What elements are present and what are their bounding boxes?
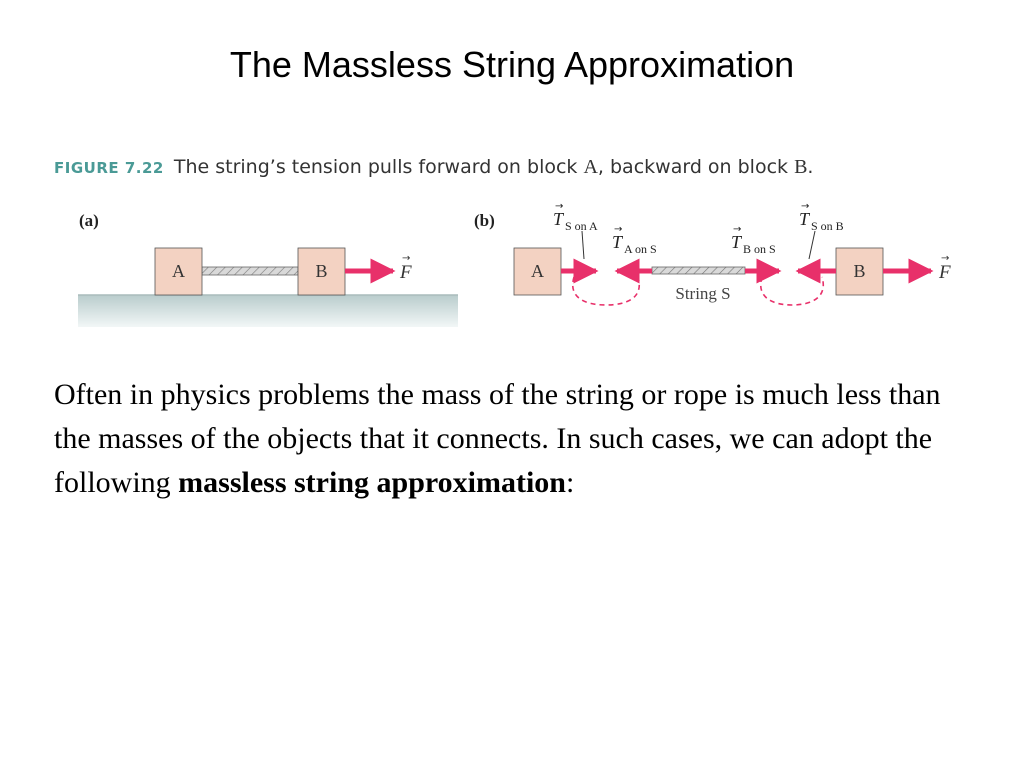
leader-line-s-on-a	[581, 230, 585, 260]
force-label-a: F	[399, 262, 412, 283]
vector-arrow-icon: →	[941, 253, 949, 264]
tension-a-on-s-symbol: T	[612, 232, 624, 252]
body-text-bold: massless string approximation	[178, 466, 566, 499]
tension-b-on-s-subscript: B on S	[743, 242, 776, 256]
vector-arrow-icon: →	[733, 224, 741, 235]
ground-surface	[78, 295, 458, 327]
block-a	[154, 247, 203, 296]
block-b-b-label: B	[853, 261, 865, 281]
body-text-end: :	[566, 466, 575, 499]
body-text-plain: Often in physics problems the mass of th…	[54, 378, 941, 499]
leader-line-s-on-b	[808, 230, 816, 260]
block-b	[297, 247, 346, 296]
figure-diagram: (a) A B F → (b) A B String S	[0, 195, 1024, 335]
block-b-label: B	[315, 261, 327, 281]
tension-s-on-a-symbol: T	[553, 209, 565, 229]
string-s	[651, 266, 746, 275]
interaction-loop-b	[759, 276, 825, 306]
tension-s-on-a-subscript: S on A	[565, 219, 598, 233]
block-a-b	[513, 247, 562, 296]
tension-a-on-s-subscript: A on S	[624, 242, 657, 256]
block-a-label: A	[172, 261, 185, 281]
force-label-b: F	[938, 262, 951, 283]
figure-svg: (a) A B F → (b) A B String S	[78, 201, 951, 327]
figure-number: FIGURE 7.22	[54, 159, 164, 177]
string-s-label: String S	[675, 284, 730, 303]
caption-text-2: , backward on block	[597, 156, 795, 178]
vector-arrow-icon: →	[614, 224, 622, 235]
vector-arrow-icon: →	[555, 201, 563, 212]
caption-block-b: B	[794, 156, 808, 178]
caption-text-1: The string’s tension pulls forward on bl…	[173, 156, 584, 178]
block-a-b-label: A	[531, 261, 544, 281]
panel-b-label: (b)	[474, 211, 495, 230]
panel-b: (b) A B String S T → S on A T → A on S T	[474, 201, 951, 306]
figure-caption: FIGURE 7.22 The string’s tension pulls fo…	[54, 156, 813, 179]
string-a	[201, 266, 299, 276]
body-paragraph: Often in physics problems the mass of th…	[54, 373, 954, 505]
vector-arrow-icon: →	[801, 201, 809, 212]
panel-a-label: (a)	[79, 211, 99, 230]
tension-s-on-b-symbol: T	[799, 209, 811, 229]
tension-s-on-b-subscript: S on B	[811, 219, 844, 233]
tension-b-on-s-symbol: T	[731, 232, 743, 252]
panel-a: (a) A B F →	[78, 211, 458, 327]
caption-block-a: A	[583, 156, 598, 178]
interaction-loop-a	[571, 276, 641, 306]
slide-title: The Massless String Approximation	[229, 44, 795, 85]
vector-arrow-icon: →	[402, 253, 410, 264]
caption-end: .	[807, 156, 814, 178]
